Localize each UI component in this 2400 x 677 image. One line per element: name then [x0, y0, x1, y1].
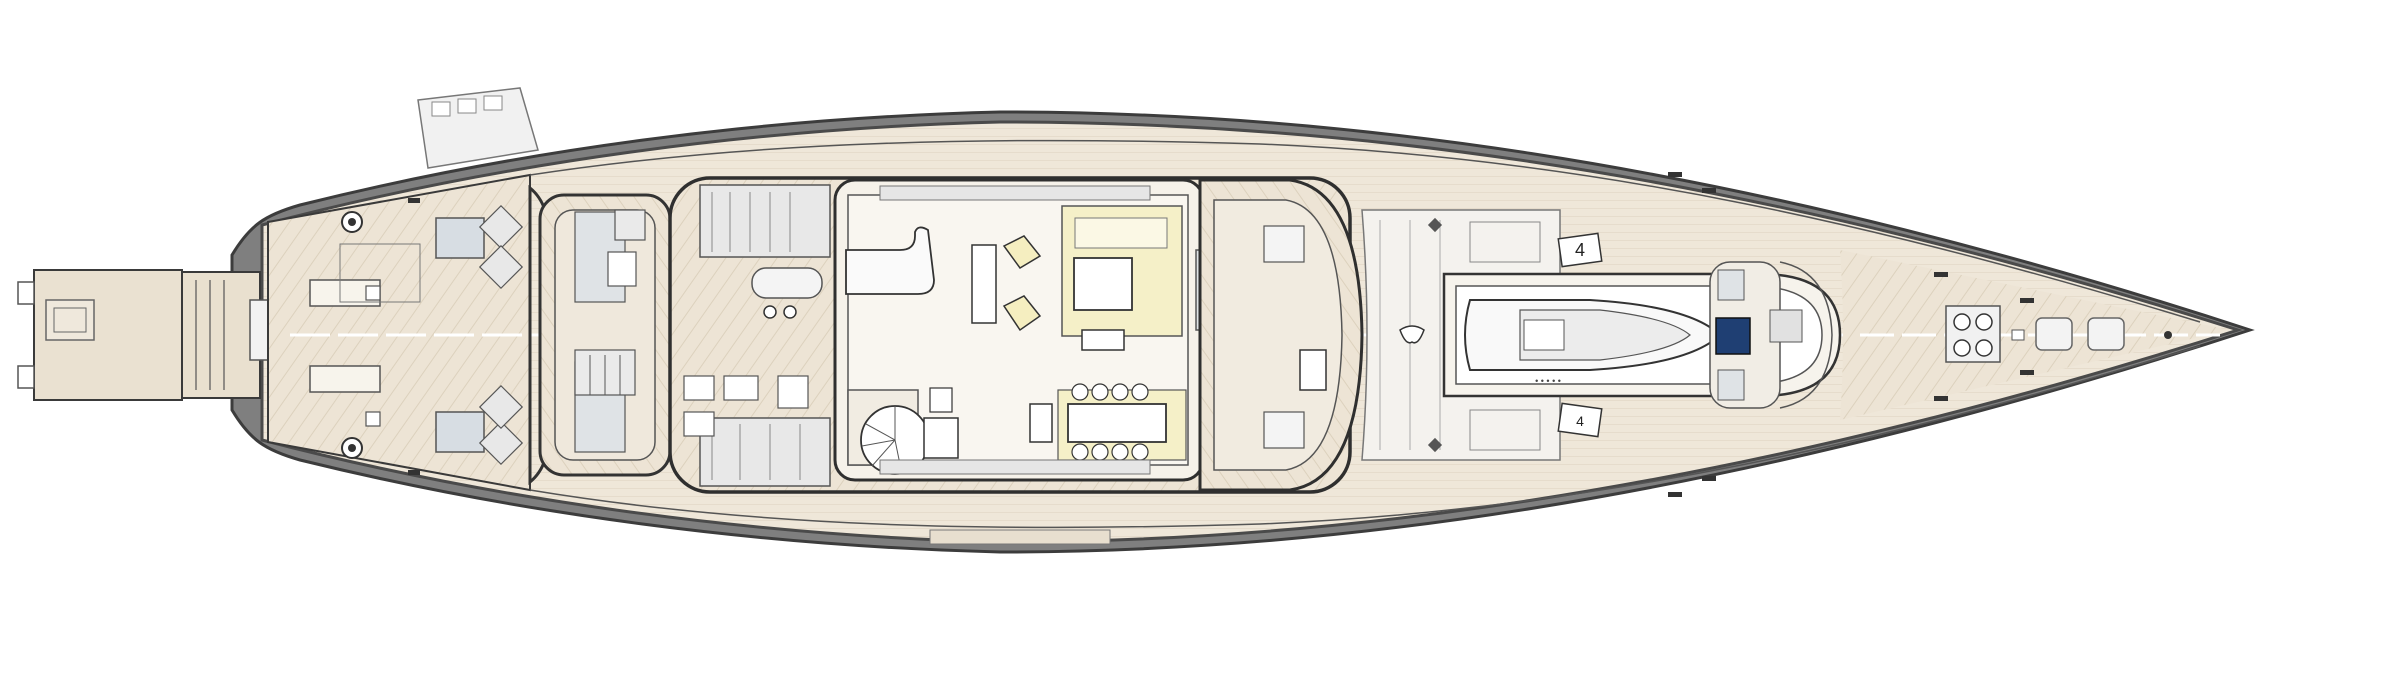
interior-saloon	[833, 178, 1237, 482]
side-boarding-platform	[417, 87, 539, 169]
aft-sunbeds	[309, 243, 421, 427]
side-deck-lines	[529, 139, 2201, 545]
foredeck-hatch	[1715, 317, 1751, 355]
deck-fittings	[408, 172, 2034, 497]
tender-hull-text: • • • • •	[1535, 376, 1561, 386]
foredeck	[1840, 250, 2230, 420]
wheelhouse	[1198, 178, 1364, 492]
tender-number-starboard: 4	[1576, 413, 1584, 429]
spiral-staircase	[847, 387, 959, 475]
tender-boat: • • • • •	[1464, 299, 1722, 386]
aft-cockpit	[528, 184, 672, 486]
swim-platform	[17, 269, 277, 401]
tender-number-port: 4	[1575, 240, 1585, 260]
anchor-windlass	[1945, 305, 2001, 363]
